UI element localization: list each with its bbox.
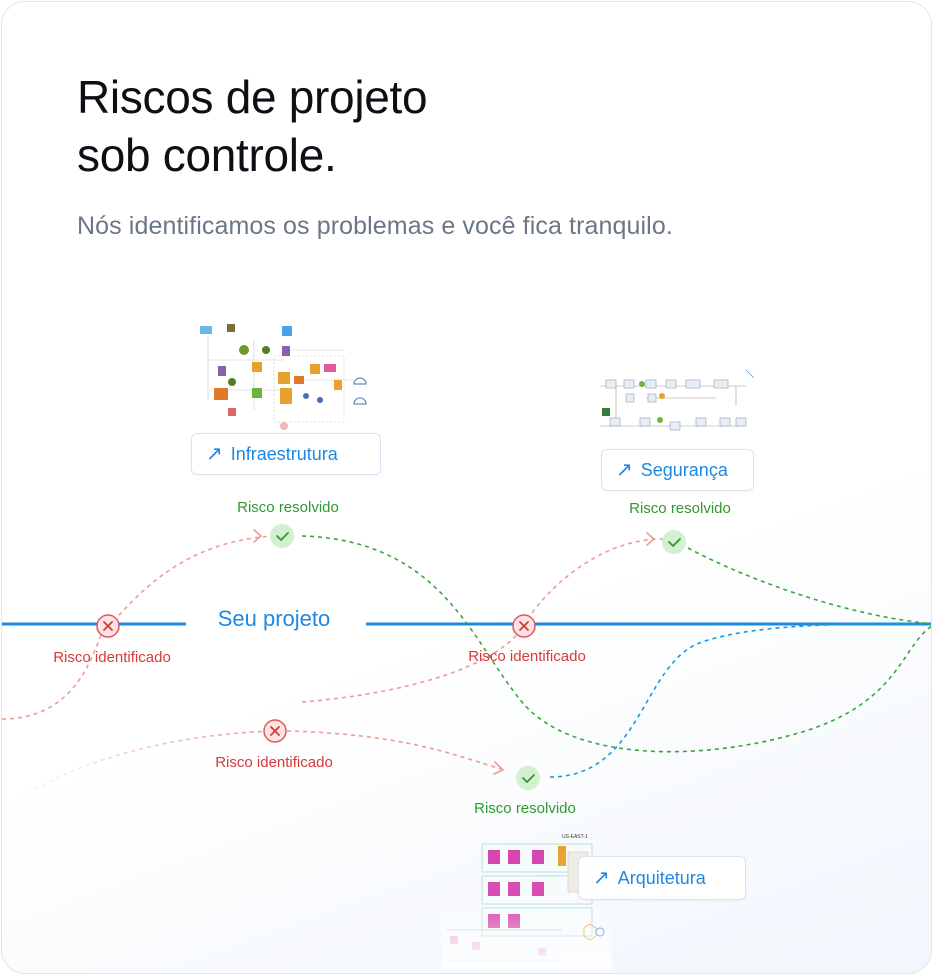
timeline-label: Seu projeto: [217, 606, 331, 631]
x-icon: [263, 719, 287, 743]
infraestrutura-link-label: Infraestrutura: [230, 443, 338, 464]
check-icon: [662, 530, 686, 554]
check-icon: [270, 524, 294, 548]
x-icon: [512, 614, 536, 638]
arrow-up-right-icon: ↗: [593, 867, 610, 889]
arrowhead-2: [646, 532, 656, 546]
check-icon: [516, 766, 540, 790]
resolved-label-infra: Risco resolvido: [237, 499, 339, 516]
x-icon: [96, 614, 120, 638]
flow-path-red-3: [286, 730, 505, 771]
identified-label-3: Risco identificado: [215, 754, 333, 771]
arrowhead-3: [493, 761, 505, 775]
title-line-2: sob controle.: [77, 129, 337, 181]
page-title: Riscos de projeto sob controle.: [77, 68, 428, 184]
identified-label-1: Risco identificado: [53, 649, 171, 666]
resolved-label-seguranca: Risco resolvido: [629, 500, 731, 517]
identified-label-2: Risco identificado: [468, 648, 586, 665]
arquitetura-link-label: Arquitetura: [617, 867, 706, 888]
seguranca-link[interactable]: ↗ Segurança: [601, 449, 754, 491]
arrow-up-right-icon: ↗: [616, 459, 633, 481]
flow-path-green-1: [301, 535, 931, 753]
arrowhead-1: [253, 529, 263, 543]
arquitetura-link[interactable]: ↗ Arquitetura: [578, 856, 746, 900]
infra-diagram-thumbnail: [200, 324, 367, 430]
page-subtitle: Nós identificamos os problemas e você fi…: [77, 212, 673, 240]
arrow-up-right-icon: ↗: [206, 443, 223, 465]
seguranca-diagram-thumbnail: [600, 369, 755, 431]
flow-path-blue-1: [549, 623, 931, 778]
seguranca-link-label: Segurança: [640, 459, 728, 480]
infraestrutura-link[interactable]: ↗ Infraestrutura: [191, 433, 381, 475]
arquitetura-diagram-thumbnail: US-EAST-1: [442, 830, 612, 970]
flow-path-red-2: [2, 730, 276, 813]
title-line-1: Riscos de projeto: [77, 71, 428, 123]
flow-path-red-4: [301, 538, 667, 703]
flow-path-green-2: [687, 547, 931, 625]
resolved-label-arquitetura: Risco resolvido: [474, 800, 576, 817]
